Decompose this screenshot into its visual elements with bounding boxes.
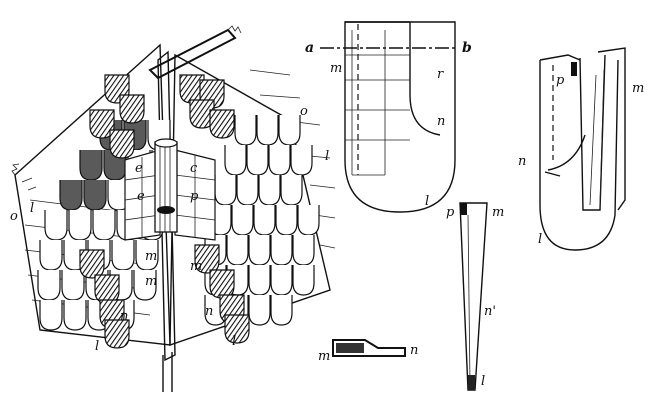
side-profile-figure: p m n' l xyxy=(446,202,504,391)
cross-section-figure: m n xyxy=(318,339,418,364)
roof-figure: o l l o e e c p m m m n n l l xyxy=(10,25,336,392)
hatched-tile xyxy=(209,269,235,299)
right-roof-plane xyxy=(169,53,331,346)
roof-tile xyxy=(248,295,271,326)
roof-tile xyxy=(270,235,293,266)
roof-label-m-lower: m xyxy=(145,274,157,289)
roof-tile xyxy=(92,210,116,241)
tile-outline xyxy=(344,21,456,213)
fig2-label-r: r xyxy=(437,67,444,82)
roof-tile xyxy=(236,175,259,206)
roof-label-n-right: n xyxy=(205,304,213,319)
roof-tile xyxy=(292,235,315,266)
roof-tile xyxy=(290,145,313,176)
roof-tile xyxy=(214,175,237,206)
roof-label-o-left: o xyxy=(10,209,18,224)
roof-tile xyxy=(39,240,63,271)
roof-tile xyxy=(253,205,276,236)
fig5-label-m: m xyxy=(632,81,644,96)
roof-tile xyxy=(63,300,87,331)
roof-tile xyxy=(37,270,61,301)
roof-label-l-bottom-left: l xyxy=(95,339,99,354)
fig2-label-m: m xyxy=(330,61,342,76)
roof-tile xyxy=(248,265,271,296)
hatched-tile xyxy=(79,249,105,279)
ridge-board xyxy=(157,50,176,362)
left-roof-plane xyxy=(14,43,171,346)
hatched-tile xyxy=(109,129,135,159)
roof-tile xyxy=(68,210,92,241)
hatched-tile xyxy=(104,319,130,349)
fig5-label-l: l xyxy=(538,232,542,247)
roof-label-c: c xyxy=(190,161,198,176)
roof-tile xyxy=(258,175,281,206)
roof-label-o-right: o xyxy=(300,104,308,119)
roof-tile xyxy=(61,270,85,301)
roof-tile xyxy=(275,205,298,236)
fig3-label-n: n xyxy=(410,343,418,358)
roof-label-p: p xyxy=(190,189,199,204)
fig2-label-a: a xyxy=(305,40,314,56)
hip-cap-assembly xyxy=(124,138,216,241)
roof-tile xyxy=(278,115,301,146)
roof-tile xyxy=(270,295,293,326)
fig2-label-b: b xyxy=(462,40,472,56)
roof-tile xyxy=(39,300,63,331)
hatched-tile xyxy=(119,94,145,124)
fig4-label-m: m xyxy=(492,205,504,220)
fig2-label-n: n xyxy=(437,114,445,129)
roof-label-l-bottom-right: l xyxy=(232,334,236,349)
roof-tile xyxy=(297,205,320,236)
hatched-tile xyxy=(94,274,120,304)
roof-tile xyxy=(224,145,247,176)
hatched-tile xyxy=(89,109,115,139)
roof-tile xyxy=(59,180,83,211)
roof-tile xyxy=(231,205,254,236)
hatched-tile xyxy=(194,244,220,274)
roof-label-l-upper: l xyxy=(325,149,329,164)
fig5-label-n: n xyxy=(518,154,526,169)
hatched-ridge-tiles-right xyxy=(179,74,250,344)
hatched-ridge-tiles-left xyxy=(79,74,145,349)
fig4-label-n1: n' xyxy=(484,304,496,319)
roof-label-m-right: m xyxy=(190,259,202,274)
roof-tile xyxy=(292,265,315,296)
roof-tile xyxy=(268,145,291,176)
roof-tile xyxy=(256,115,279,146)
roof-tile xyxy=(270,265,293,296)
roof-tile xyxy=(246,145,269,176)
roof-label-e-lower: e xyxy=(137,189,145,204)
roof-tile xyxy=(44,210,68,241)
fig3-label-m: m xyxy=(318,349,330,364)
roof-tile xyxy=(133,270,157,301)
roof-label-n-left: n xyxy=(120,309,128,324)
tile-front-figure: a b m r n l xyxy=(305,21,472,213)
fig4-label-l: l xyxy=(481,374,485,389)
perspective-figure: p m n l xyxy=(518,47,644,251)
roof-label-l-left: l xyxy=(30,201,34,216)
fig2-label-l: l xyxy=(425,194,429,209)
hatched-tile xyxy=(224,314,250,344)
fig5-label-p: p xyxy=(556,73,565,88)
roof-tile xyxy=(234,115,257,146)
roof-tile xyxy=(111,240,135,271)
roof-tile xyxy=(79,150,103,181)
roof-tile xyxy=(248,235,271,266)
roof-tile xyxy=(226,235,249,266)
roof-tile xyxy=(280,175,303,206)
hatched-tile xyxy=(209,109,235,139)
roof-tile xyxy=(83,180,107,211)
fig4-label-p: p xyxy=(446,205,455,220)
roof-label-e-upper: e xyxy=(135,161,143,176)
roof-label-m-mid: m xyxy=(145,249,157,264)
